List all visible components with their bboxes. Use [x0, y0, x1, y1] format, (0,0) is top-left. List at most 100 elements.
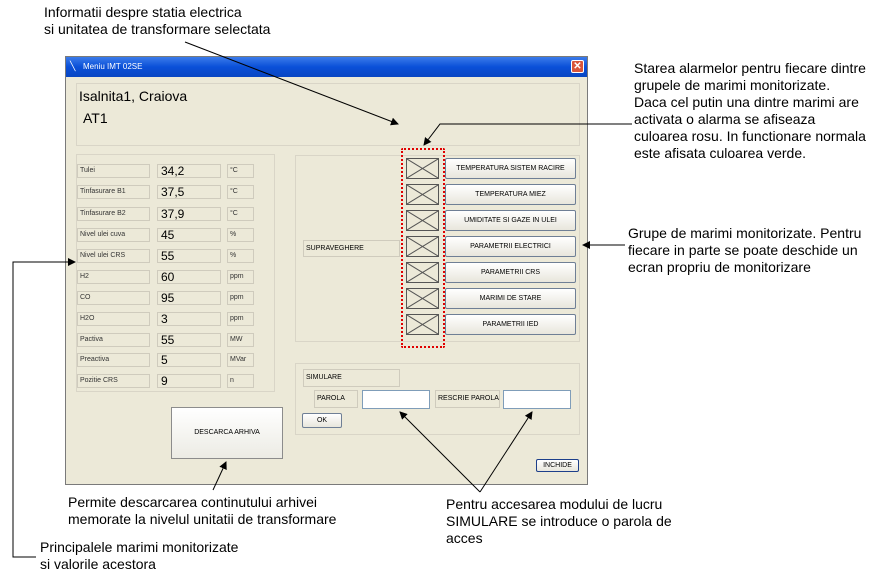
alarm-indicator: [406, 184, 439, 205]
group-button-core-temperature[interactable]: TEMPERATURA MIEZ: [445, 184, 576, 205]
parameter-label: H2: [77, 270, 150, 284]
parameter-unit: °C: [227, 164, 254, 178]
parameter-unit: ppm: [227, 291, 254, 305]
parameter-label: Pactiva: [77, 333, 150, 347]
parameter-unit: °C: [227, 185, 254, 199]
annotation-station-info: Informatii despre statia electrica si un…: [44, 4, 270, 38]
annotation-line: Pentru accesarea modului de lucru: [446, 496, 663, 512]
title-bar[interactable]: ╲ Meniu IMT 02SE ✕: [66, 57, 587, 77]
parameter-value: 5: [157, 353, 221, 367]
alarm-cross-icon: [407, 159, 438, 178]
group-button-oil-humidity-gas[interactable]: UMIDITATE SI GAZE IN ULEI: [445, 210, 576, 231]
arrow-repeat-password: [479, 411, 533, 493]
parameter-row: Pozitie CRS 9 n: [77, 374, 255, 390]
group-button-state-values[interactable]: MARIMI DE STARE: [445, 288, 576, 309]
parameter-value: 37,5: [157, 185, 221, 199]
parameter-value: 60: [157, 270, 221, 284]
download-archive-button[interactable]: DESCARCA ARHIVA: [171, 407, 283, 459]
annotation-line: si valorile acestora: [40, 556, 156, 572]
parameter-row: CO 95 ppm: [77, 291, 255, 307]
close-button[interactable]: ✕: [571, 60, 584, 73]
parameter-label: Nivel ulei cuva: [77, 228, 150, 242]
annotation-line: Grupe de marimi monitorizate. Pentru: [628, 225, 862, 241]
annotation-line: Starea alarmelor pentru fiecare dintre: [634, 60, 866, 76]
annotation-archive: Permite descarcarea continutului arhivei…: [68, 494, 336, 528]
parameter-row: Nivel ulei CRS 55 %: [77, 249, 255, 265]
simulation-panel: [295, 363, 580, 435]
annotation-line: fiecare in parte se poate deschide un: [628, 242, 858, 258]
parameter-label: Nivel ulei CRS: [77, 249, 150, 263]
parameter-value: 34,2: [157, 164, 221, 178]
annotation-line: culoarea rosu. In functionare normala: [634, 128, 866, 144]
annotation-groups: Grupe de marimi monitorizate. Pentru fie…: [628, 225, 895, 276]
annotation-line: acces: [446, 530, 483, 546]
parameter-label: H2O: [77, 312, 150, 326]
arrow-main-values: [12, 258, 76, 558]
parameter-label: Pozitie CRS: [77, 374, 150, 388]
repeat-password-label: RESCRIE PAROLA: [435, 390, 500, 408]
annotation-simulation: Pentru accesarea modului de lucru SIMULA…: [446, 496, 726, 547]
parameter-value: 55: [157, 249, 221, 263]
group-button-cooling-temperature[interactable]: TEMPERATURA SISTEM RACIRE: [445, 158, 576, 179]
annotation-line: memorate la nivelul unitatii de transfor…: [68, 511, 337, 527]
station-name: Isalnita1, Craiova: [79, 88, 188, 104]
parameter-value: 3: [157, 312, 221, 326]
alarm-indicator: [406, 158, 439, 179]
parameter-unit: n: [227, 374, 254, 388]
parameter-row: Tinfasurare B2 37,9 °C: [77, 207, 255, 223]
alarm-indicator: [406, 314, 439, 335]
parameter-unit: ppm: [227, 270, 254, 284]
annotation-line: ecran propriu de monitorizare: [628, 259, 811, 275]
app-icon: ╲: [70, 61, 76, 71]
station-info-panel: Isalnita1, Craiova AT1: [76, 83, 580, 146]
window-title: Meniu IMT 02SE: [83, 62, 143, 71]
alarm-cross-icon: [407, 315, 438, 334]
alarm-indicator: [406, 288, 439, 309]
annotation-line: Principalele marimi monitorizate: [40, 539, 239, 555]
parameter-label: Tulei: [77, 164, 150, 178]
parameter-row: H2O 3 ppm: [77, 312, 255, 328]
alarm-indicator: [406, 210, 439, 231]
parameter-row: Nivel ulei cuva 45 %: [77, 228, 255, 244]
parameter-unit: °C: [227, 207, 254, 221]
group-button-electrical-parameters[interactable]: PARAMETRII ELECTRICI: [445, 236, 576, 257]
alarm-cross-icon: [407, 263, 438, 282]
password-input[interactable]: [362, 390, 430, 409]
alarm-indicator: [406, 262, 439, 283]
annotation-line: si unitatea de transformare selectata: [44, 21, 271, 37]
parameter-unit: %: [227, 249, 254, 263]
annotation-line: este afisata culoarea verde.: [634, 145, 806, 161]
parameter-row: Tinfasurare B1 37,5 °C: [77, 185, 255, 201]
annotation-line: grupele de marimi monitorizate.: [634, 77, 831, 93]
supervision-label: SUPRAVEGHERE: [303, 240, 400, 257]
alarm-highlight-outline: [401, 148, 445, 348]
annotation-alarms: Starea alarmelor pentru fiecare dintre g…: [634, 60, 895, 162]
exit-button[interactable]: INCHIDE: [536, 459, 579, 472]
parameter-value: 45: [157, 228, 221, 242]
arrow-alarms: [423, 123, 632, 146]
transformer-name: AT1: [83, 110, 108, 126]
annotation-line: Permite descarcarea continutului arhivei: [68, 494, 318, 510]
group-button-crs-parameters[interactable]: PARAMETRII CRS: [445, 262, 576, 283]
parameter-unit: MVar: [227, 353, 254, 367]
password-label: PAROLA: [314, 390, 358, 408]
alarm-cross-icon: [407, 289, 438, 308]
parameter-row: Tulei 34,2 °C: [77, 164, 255, 180]
alarm-cross-icon: [407, 237, 438, 256]
ok-button[interactable]: OK: [302, 413, 342, 428]
alarm-cross-icon: [407, 185, 438, 204]
parameter-row: Pactiva 55 MW: [77, 333, 255, 349]
group-button-ied-parameters[interactable]: PARAMETRII IED: [445, 314, 576, 335]
parameter-unit: %: [227, 228, 254, 242]
repeat-password-input[interactable]: [503, 390, 571, 409]
parameter-unit: MW: [227, 333, 254, 347]
arrow-station-info: [184, 41, 399, 126]
arrow-password: [399, 411, 481, 493]
annotation-line: activata o alarma se afiseaza: [634, 111, 816, 127]
parameter-label: CO: [77, 291, 150, 305]
monitoring-groups-panel: [295, 155, 580, 342]
parameter-value: 37,9: [157, 207, 221, 221]
parameter-row: H2 60 ppm: [77, 270, 255, 286]
parameter-label: Tinfasurare B2: [77, 207, 150, 221]
